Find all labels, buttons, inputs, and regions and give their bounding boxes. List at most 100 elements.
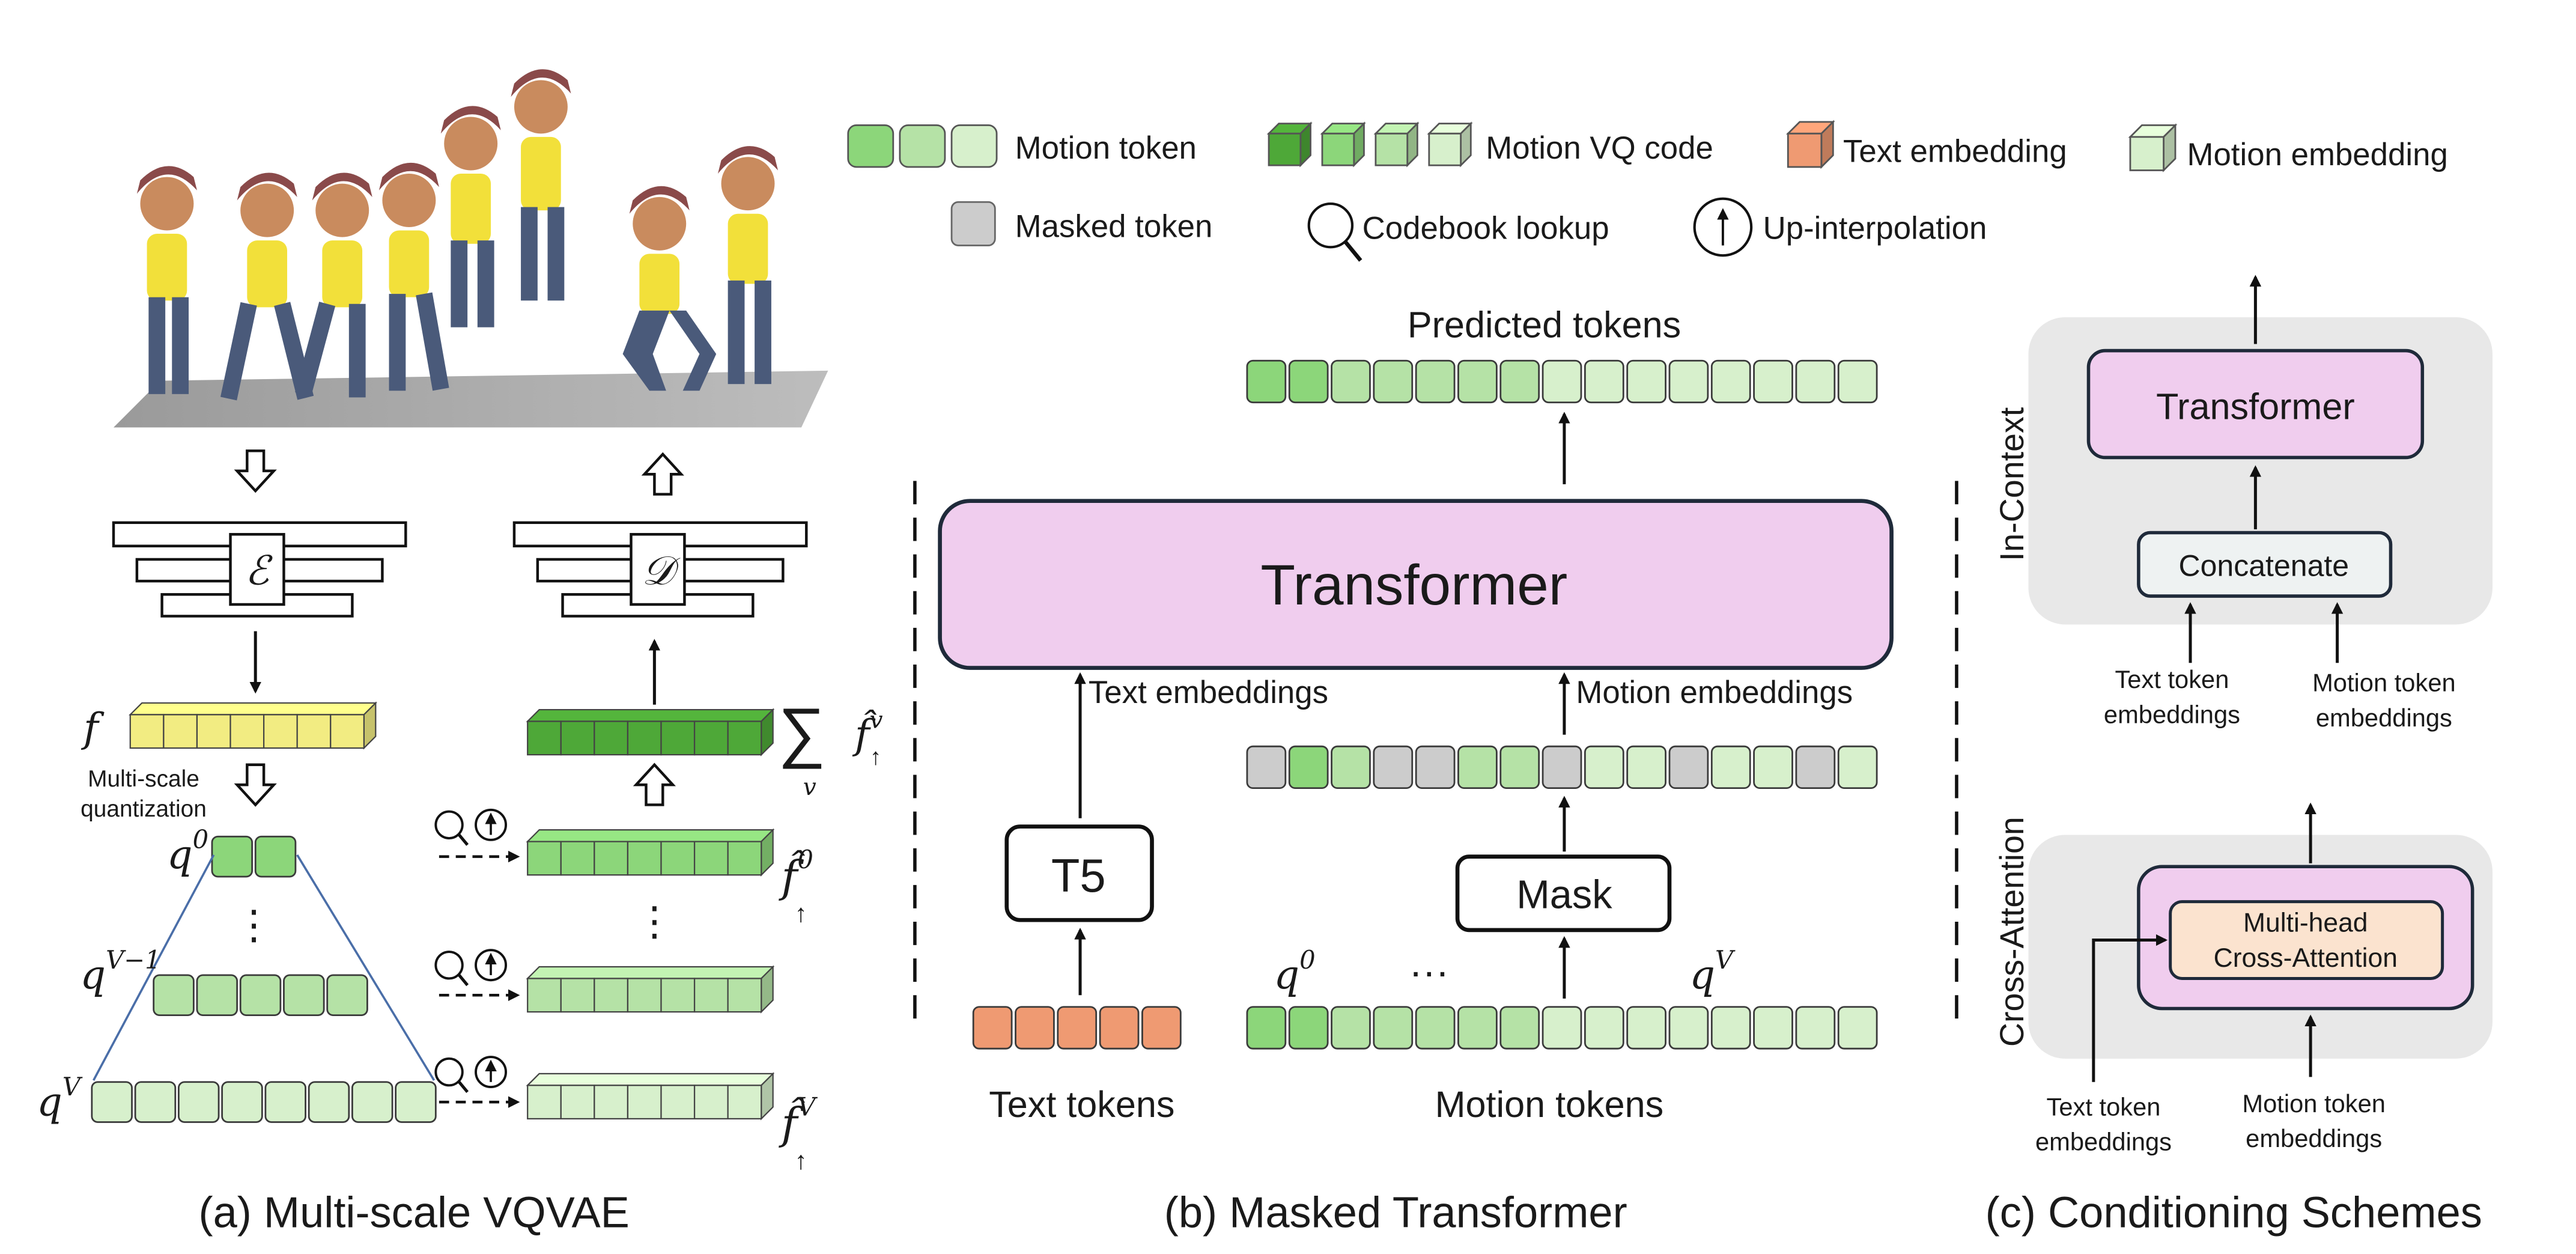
legend-vq-code-cube <box>1427 121 1473 168</box>
q0-tokens <box>211 835 297 878</box>
panel-a-caption: (a) Multi-scale VQVAE <box>199 1189 630 1237</box>
bar-cell <box>330 714 365 749</box>
encode-hollow-arrow-icon <box>234 449 277 493</box>
token-cell <box>1415 359 1456 404</box>
predicted-tokens-label: Predicted tokens <box>1408 304 1681 345</box>
legend-codebook-lookup: Codebook lookup <box>1362 210 1609 246</box>
qv-tokens <box>91 1081 437 1123</box>
concatenate-label: Concatenate <box>2178 549 2349 583</box>
token-cell <box>1626 359 1666 404</box>
token-cell <box>1710 1006 1751 1050</box>
legend-masked-token: Masked token <box>1015 209 1213 245</box>
qv1-tokens <box>153 974 368 1016</box>
mask-block <box>1455 854 1672 933</box>
mask-label: Mask <box>1516 873 1612 918</box>
token-cell <box>196 974 238 1016</box>
legend-vq-code-cube <box>1266 121 1313 168</box>
token-cell <box>1415 1006 1456 1050</box>
vqvae-token-rows <box>91 701 775 1123</box>
decoder-dots: ⋮ <box>634 899 675 944</box>
mhca-line2: Cross-Attention <box>2214 943 2398 973</box>
t5-label: T5 <box>1051 850 1106 902</box>
bar-cell <box>660 720 696 756</box>
token-cell <box>134 1081 177 1123</box>
bar-cell <box>129 714 165 749</box>
token-cell <box>395 1081 437 1123</box>
lookup-row-0 <box>434 808 520 863</box>
ca-motion-token-line1: Motion token <box>2242 1089 2386 1118</box>
bar-cell <box>527 841 562 876</box>
codebook-lookup-icon <box>434 1057 464 1087</box>
token-cell <box>308 1081 350 1123</box>
token-cell <box>1753 1006 1793 1050</box>
token-cell <box>1246 745 1287 790</box>
ic-text-token-line2: embeddings <box>2104 700 2240 728</box>
fv-label: f̂V <box>779 1092 818 1149</box>
codebook-lookup-icon <box>434 810 464 839</box>
token-cell <box>264 1081 306 1123</box>
token-cell <box>1753 745 1793 790</box>
token-cell <box>283 974 325 1016</box>
bar-cell <box>727 841 762 876</box>
character-figures <box>136 69 779 401</box>
legend-motion-token-swatch <box>950 124 998 168</box>
text-tokens-label: Text tokens <box>989 1084 1174 1125</box>
token-cell <box>254 835 297 878</box>
token-cell <box>1373 1006 1414 1050</box>
bar-cell <box>527 978 562 1013</box>
panel-c-caption: (c) Conditioning Schemes <box>1985 1189 2482 1237</box>
bar-cell <box>693 720 729 756</box>
sum-symbol: ∑ <box>778 694 825 769</box>
ca-text-token-line2: embeddings <box>2035 1128 2172 1156</box>
token-cell <box>1331 1006 1371 1050</box>
legend-lookup-handle <box>1344 240 1362 262</box>
bar-cell <box>560 978 595 1013</box>
bar-cell <box>627 1085 662 1120</box>
feature-label: f <box>80 704 105 751</box>
b-qv-label: qV <box>1689 945 1736 998</box>
bar-cell <box>693 978 729 1013</box>
main-transformer-label: Transformer <box>1260 553 1567 617</box>
fv-up-bar <box>526 1072 775 1121</box>
ic-motion-token-line1: Motion token <box>2312 668 2456 696</box>
token-cell <box>1499 745 1540 790</box>
quantization-label-line1: Multi-scale <box>88 766 199 792</box>
f0-up-bar <box>526 828 775 877</box>
bar-cell <box>594 841 629 876</box>
panel-b-caption: (b) Masked Transformer <box>1164 1189 1627 1237</box>
token-cell <box>1668 745 1709 790</box>
token-cell <box>1099 1006 1140 1050</box>
ca-text-input-arrow <box>2092 934 2168 1082</box>
token-cell <box>1499 359 1540 404</box>
mhca-line1: Multi-head <box>2243 909 2368 938</box>
legend <box>847 120 2178 172</box>
bar-top-face <box>526 829 775 842</box>
in-context-label: In-Context <box>1993 407 2031 561</box>
bar-cell <box>660 978 696 1013</box>
sum-term-arrow: ↑ <box>870 744 881 770</box>
bar-cell <box>627 841 662 876</box>
bar-cell <box>727 1085 762 1120</box>
token-cell <box>1457 1006 1498 1050</box>
bar-top-face <box>129 702 377 716</box>
sum-hollow-arrow-icon <box>633 762 676 806</box>
masked-transformer-token-rows <box>972 359 1878 1050</box>
lookup-row-2 <box>434 1056 520 1108</box>
predicted-tokens-row <box>1246 359 1878 404</box>
concatenate-block <box>2137 531 2393 598</box>
legend-motion-token-swatch <box>899 124 946 168</box>
bar-cell <box>560 841 595 876</box>
bar-cell <box>560 720 595 756</box>
ic-motion-token-line2: embeddings <box>2316 704 2452 732</box>
f0-label: f̂0 <box>779 845 813 902</box>
sum-f-bar <box>526 708 775 756</box>
token-cell <box>1584 745 1624 790</box>
token-cell <box>1795 1006 1836 1050</box>
token-cell <box>1373 359 1414 404</box>
token-cell <box>351 1081 393 1123</box>
bar-cell <box>594 1085 629 1120</box>
token-cell <box>221 1081 263 1123</box>
token-cell <box>1542 1006 1582 1050</box>
bar-top-face <box>526 966 775 979</box>
